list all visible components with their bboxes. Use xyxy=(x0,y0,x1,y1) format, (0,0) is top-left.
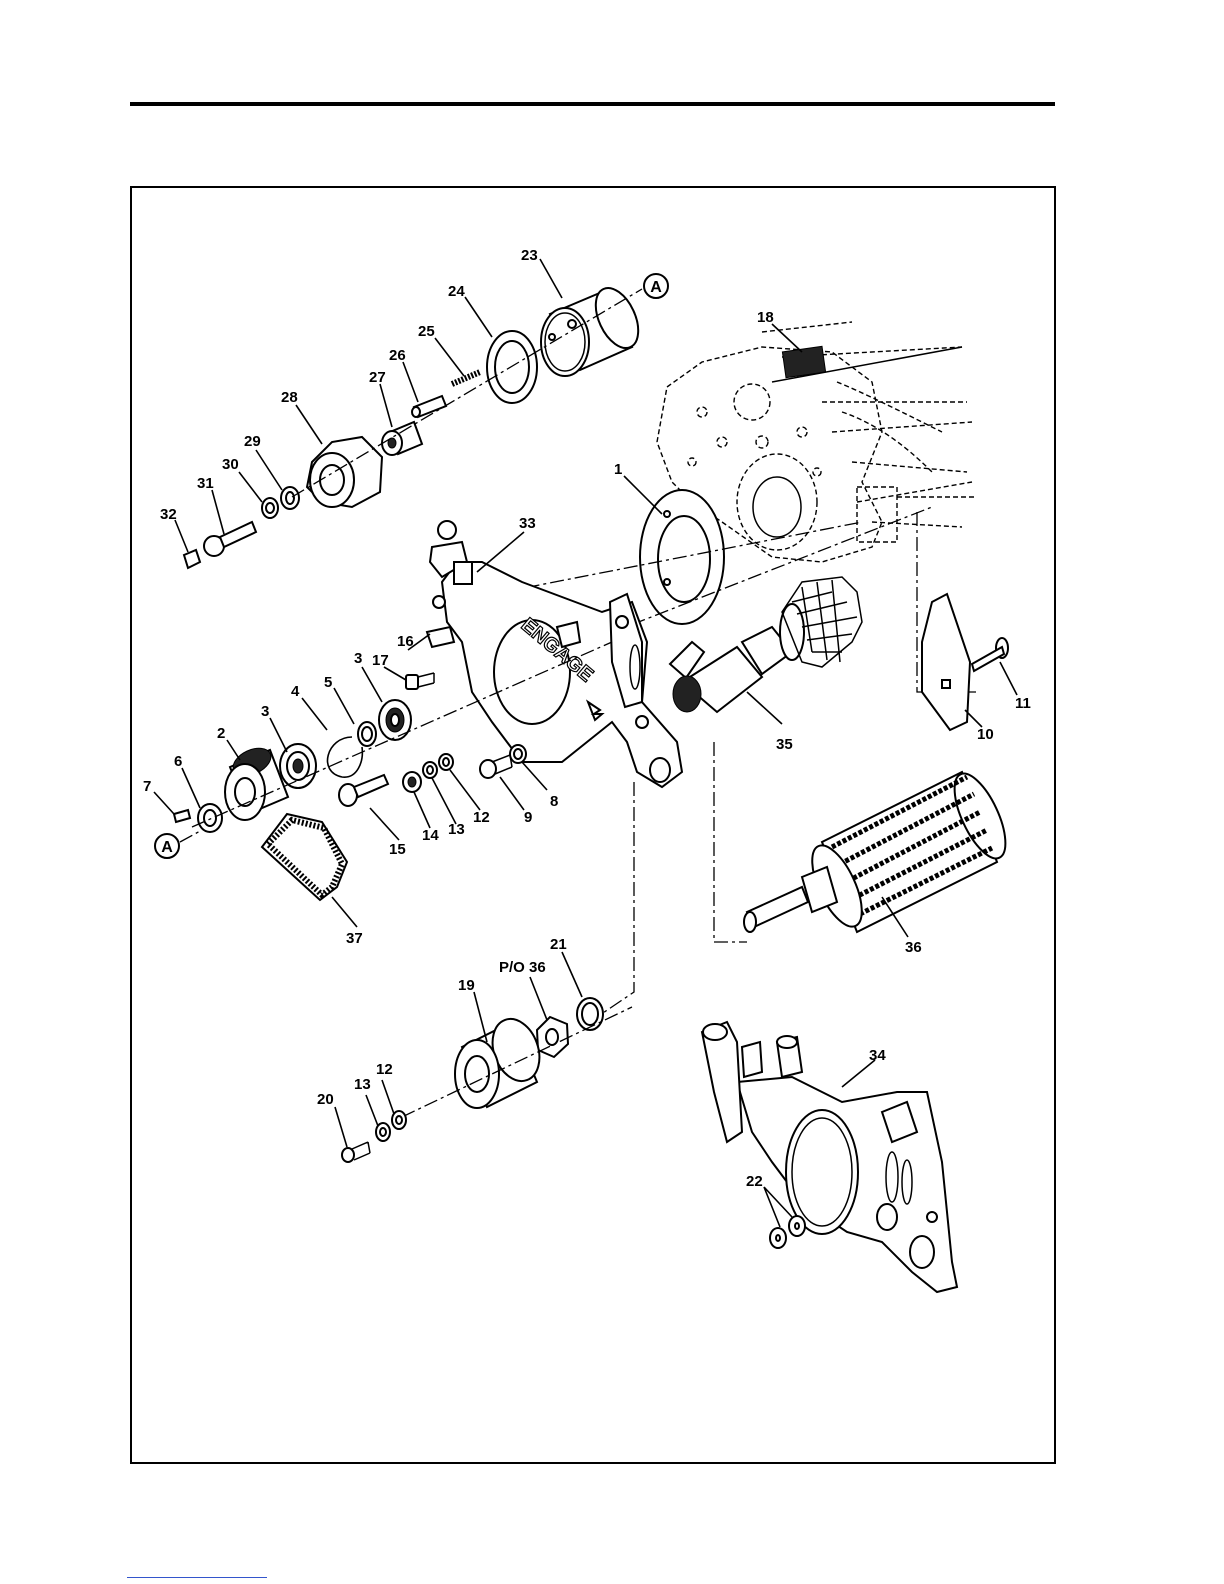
callout-24: 24 xyxy=(448,283,465,300)
part-13-washer xyxy=(423,762,437,778)
callout-17: 17 xyxy=(372,652,389,669)
part-37-belt xyxy=(262,814,347,900)
part-8-washer xyxy=(510,745,526,763)
part-17-bolt xyxy=(406,673,434,689)
callout-16: 16 xyxy=(397,633,414,650)
part-21-washer xyxy=(577,998,603,1030)
callout-13: 13 xyxy=(354,1076,371,1093)
callout-15: 15 xyxy=(389,841,406,858)
callout-34: 34 xyxy=(869,1047,886,1064)
callout-2: 2 xyxy=(217,725,225,742)
callout-po-36: P/O 36 xyxy=(499,959,546,976)
callout-11: 11 xyxy=(1015,695,1031,712)
part-3-bearing-inner xyxy=(379,700,411,740)
diagram-frame: ENGAGE xyxy=(130,186,1056,1464)
callout-37: 37 xyxy=(346,930,363,947)
callout-21: 21 xyxy=(550,936,567,953)
part-4-snap-ring xyxy=(328,737,363,777)
part-30-washer xyxy=(262,498,278,518)
exploded-parts-diagram: ENGAGE xyxy=(132,188,1054,1462)
assembly-line xyxy=(714,742,747,942)
callout-12: 12 xyxy=(376,1061,393,1078)
callout-5: 5 xyxy=(324,674,332,691)
part-28-knob xyxy=(307,437,382,507)
part-14-nut xyxy=(403,772,421,792)
part-19-roller xyxy=(455,1012,548,1108)
assembly-line xyxy=(597,782,634,1017)
part-22-washers xyxy=(770,1216,805,1248)
callout-8: 8 xyxy=(550,793,558,810)
callout-3: 3 xyxy=(261,703,269,720)
part-6-spacer xyxy=(198,804,222,832)
footer-link-underline xyxy=(127,1577,267,1578)
callout-20: 20 xyxy=(317,1091,334,1108)
part-32-fitting xyxy=(184,550,200,568)
callout-9: 9 xyxy=(524,809,532,826)
callout-3: 3 xyxy=(354,650,362,667)
part-15-bolt xyxy=(339,775,388,806)
part-10-plate xyxy=(922,594,970,730)
header-rule xyxy=(130,102,1055,106)
part-12-washer xyxy=(439,754,453,770)
reference-circle-a-top: A xyxy=(644,274,668,298)
part-2-pulley xyxy=(225,743,288,820)
part-29-washer xyxy=(281,487,299,509)
part-27-bushing xyxy=(382,422,422,455)
callout-18: 18 xyxy=(757,309,774,326)
callout-13: 13 xyxy=(448,821,465,838)
assembly-line xyxy=(180,830,202,842)
part-31-bolt xyxy=(204,522,256,556)
callout-10: 10 xyxy=(977,726,994,743)
callout-35: 35 xyxy=(776,736,793,753)
part-3-bearing-outer xyxy=(280,744,316,788)
part-7-key xyxy=(174,810,190,822)
part-34-bracket xyxy=(702,1022,957,1292)
callout-36: 36 xyxy=(905,939,922,956)
part-5-spacer xyxy=(358,722,376,746)
callout-4: 4 xyxy=(291,683,300,700)
callout-29: 29 xyxy=(244,433,261,450)
callout-19: 19 xyxy=(458,977,475,994)
callout-23: 23 xyxy=(521,247,538,264)
callout-27: 27 xyxy=(369,369,386,386)
part-16-tab xyxy=(427,627,454,647)
callout-31: 31 xyxy=(197,475,214,492)
callout-6: 6 xyxy=(174,753,182,770)
svg-text:A: A xyxy=(650,279,662,296)
callout-33: 33 xyxy=(519,515,536,532)
callout-25: 25 xyxy=(418,323,435,340)
callout-22: 22 xyxy=(746,1173,763,1190)
callout-7: 7 xyxy=(143,778,151,795)
callout-1: 1 xyxy=(614,461,622,478)
reference-circle-a-bottom: A xyxy=(155,834,179,858)
callout-26: 26 xyxy=(389,347,406,364)
callout-14: 14 xyxy=(422,827,439,844)
part-9-bolt xyxy=(480,755,512,778)
part-25-spring xyxy=(452,372,480,384)
callout-12: 12 xyxy=(473,809,490,826)
svg-text:A: A xyxy=(161,839,173,856)
callout-32: 32 xyxy=(160,506,177,523)
part-po36-nut xyxy=(537,1017,568,1057)
callout-28: 28 xyxy=(281,389,298,406)
part-36-roller xyxy=(744,767,1016,934)
callout-30: 30 xyxy=(222,456,239,473)
